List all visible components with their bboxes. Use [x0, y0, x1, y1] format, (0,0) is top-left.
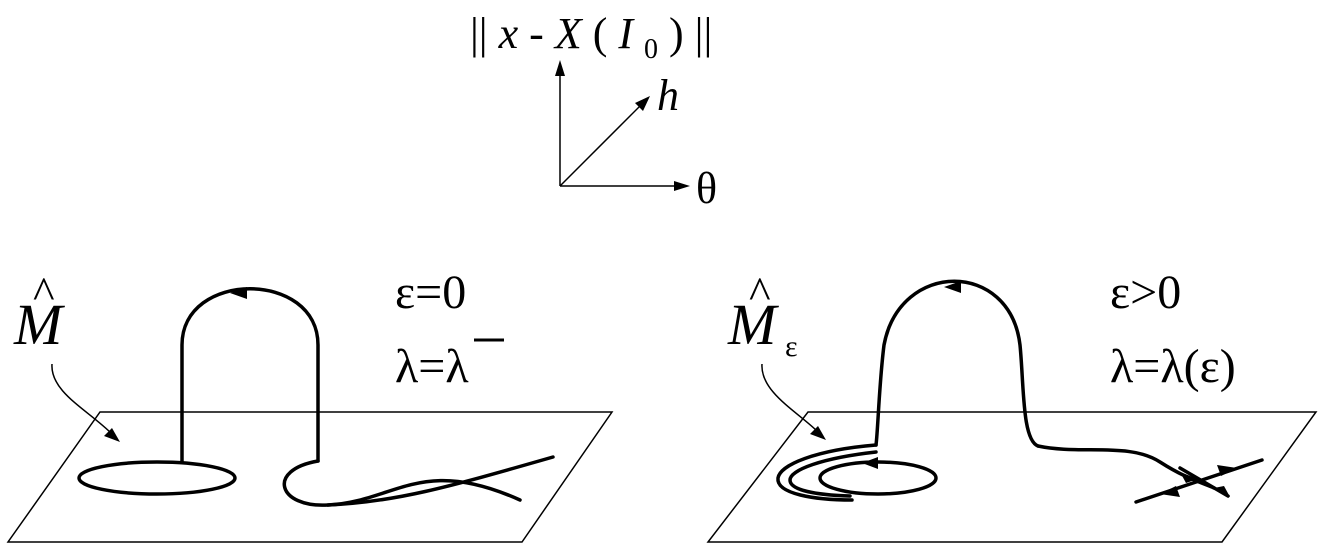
- right-manifold-pointer-arrowhead: [810, 426, 826, 440]
- left-epsilon-text: ε=0: [395, 266, 466, 319]
- right-saddle-arrow-a1: [1160, 486, 1180, 497]
- right-arch-orbit: [874, 279, 1040, 448]
- right-spiral-inner: [788, 450, 878, 498]
- left-manifold-hat: ^: [33, 267, 55, 318]
- left-arch-orbit: [180, 287, 320, 464]
- left-panel: ^ M ε=0 λ=λ: [6, 266, 614, 543]
- right-panel: ^ M ε ε>0 λ=λ(ε): [706, 266, 1318, 543]
- right-arch-arrowhead: [944, 281, 961, 293]
- vertical-label-bars-left: ||: [470, 9, 488, 58]
- vertical-label-x: x: [498, 9, 519, 58]
- vertical-label-minus: -: [529, 9, 544, 58]
- vertical-label-paren-close: ): [669, 9, 684, 58]
- left-manifold-pointer-arrowhead: [104, 428, 120, 442]
- right-manifold-pointer: [761, 363, 819, 433]
- vertical-label-bars-right: ||: [695, 9, 713, 58]
- right-lambda-text: λ=λ(ε): [1110, 340, 1236, 393]
- right-saddle-arrow-b2: [1214, 486, 1230, 497]
- vertical-label-subscript: 0: [644, 34, 658, 65]
- left-plane: [6, 411, 614, 543]
- vertical-axis-label: || x - X ( I 0 ) ||: [470, 9, 712, 68]
- right-saddle-arrow-a2: [1217, 465, 1237, 476]
- right-plane: [706, 411, 1318, 543]
- left-manifold-label: M: [13, 292, 65, 357]
- vertical-label-i: I: [617, 9, 635, 58]
- right-manifold-hat: ^: [749, 267, 771, 318]
- left-periodic-orbit: [77, 460, 237, 496]
- vertical-axis-arrowhead: [555, 60, 565, 76]
- left-lambda-text: λ=λ: [395, 340, 469, 393]
- left-manifold-pointer: [51, 363, 113, 435]
- right-orbit-arrowhead: [862, 457, 878, 469]
- diagonal-axis: [559, 102, 644, 187]
- left-arch-arrowhead: [230, 287, 247, 299]
- vertical-label-paren-open: (: [593, 9, 608, 58]
- right-saddle-arrow-b1: [1180, 472, 1198, 483]
- diagonal-axis-label: h: [657, 71, 679, 120]
- horizontal-axis-label: θ: [696, 164, 717, 213]
- right-manifold-label: M: [727, 292, 779, 357]
- left-fish-curve-lower: [326, 478, 522, 507]
- horizontal-axis-arrowhead: [674, 181, 690, 191]
- right-epsilon-text: ε>0: [1110, 266, 1181, 319]
- axes-group: || x - X ( I 0 ) || h θ: [470, 9, 717, 213]
- right-spiral-outer: [776, 443, 878, 502]
- diagonal-axis-arrowhead: [635, 96, 650, 111]
- right-manifold-subscript: ε: [785, 330, 798, 363]
- vertical-label-capital-x: X: [553, 9, 584, 58]
